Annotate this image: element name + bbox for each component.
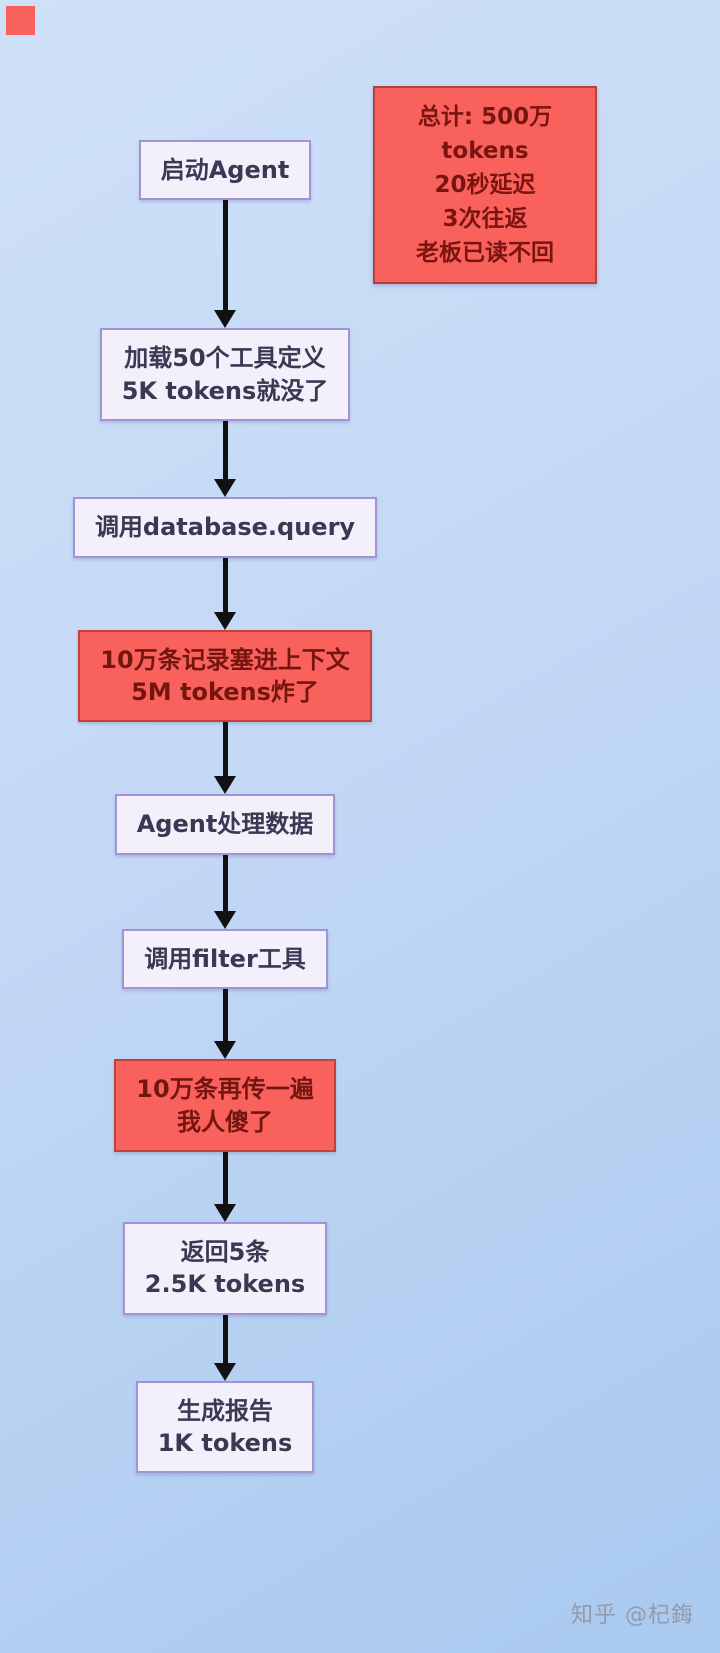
arrow-head [214,1362,236,1381]
flow-arrow-down-icon [214,722,236,795]
summary-text: 总计: 500万tokens 20秒延迟 3次往返 老板已读不回 [416,104,554,267]
arrow-shaft [222,989,228,1042]
flow-column: 启动Agent 加载50个工具定义 5K tokens就没了 调用databas… [45,140,405,1474]
watermark: 知乎 @杞鋂 [571,1603,694,1628]
node-agent-process-data: Agent处理数据 [114,794,336,855]
summary-box: 总计: 500万tokens 20秒延迟 3次往返 老板已读不回 [373,86,597,285]
flow-arrow-down-icon [214,854,236,929]
node-records-into-context: 10万条记录塞进上下文 5M tokens炸了 [78,629,372,723]
node-start-agent: 启动Agent [138,140,312,201]
node-return-5-records: 返回5条 2.5K tokens [122,1221,328,1315]
node-generate-report: 生成报告 1K tokens [135,1380,315,1474]
arrow-shaft [222,557,228,612]
flow-arrow-down-icon [214,200,236,329]
arrow-head [214,1203,236,1222]
arrow-shaft [222,722,228,777]
node-resend-records: 10万条再传一遍 我人傻了 [114,1059,336,1152]
arrow-shaft [222,200,228,311]
arrow-shaft [222,1314,228,1363]
arrow-head [214,910,236,929]
arrow-head [214,776,236,795]
arrow-shaft [222,854,228,911]
corner-red-square [6,6,35,35]
flow-arrow-down-icon [214,1314,236,1381]
flow-arrow-down-icon [214,557,236,630]
node-call-database-query: 调用database.query [72,497,378,558]
node-call-filter-tool: 调用filter工具 [122,928,328,990]
arrow-head [214,1041,236,1060]
arrow-head [214,479,236,498]
arrow-head [214,310,236,329]
arrow-shaft [222,421,228,480]
flow-arrow-down-icon [214,421,236,498]
node-load-tool-defs: 加载50个工具定义 5K tokens就没了 [99,328,351,422]
flow-arrow-down-icon [214,989,236,1060]
arrow-head [214,611,236,630]
flow-arrow-down-icon [214,1151,236,1222]
arrow-shaft [222,1151,228,1204]
